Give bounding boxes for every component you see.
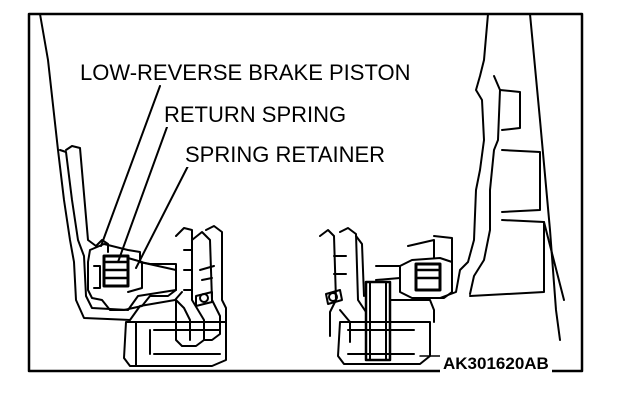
left-lower-housing [123,321,227,367]
leader-return-spring [117,126,168,263]
figure-code: AK301620AB [440,354,552,374]
right-housing [439,13,565,341]
right-piston-assembly [375,235,453,299]
leader-piston [100,85,161,247]
left-piston-assembly [87,243,177,311]
right-clutch-stack [319,227,367,343]
left-housing [39,13,183,321]
label-return-spring: RETURN SPRING [162,102,349,127]
right-lower-housing [337,280,435,365]
label-low-reverse-brake-piston: LOW-REVERSE BRAKE PISTON [78,60,413,85]
left-clutch-stack [175,225,227,347]
diagram-frame [27,12,584,373]
leader-spring-retainer [135,165,189,269]
leader-lines [100,85,447,357]
label-spring-retainer: SPRING RETAINER [183,142,388,167]
